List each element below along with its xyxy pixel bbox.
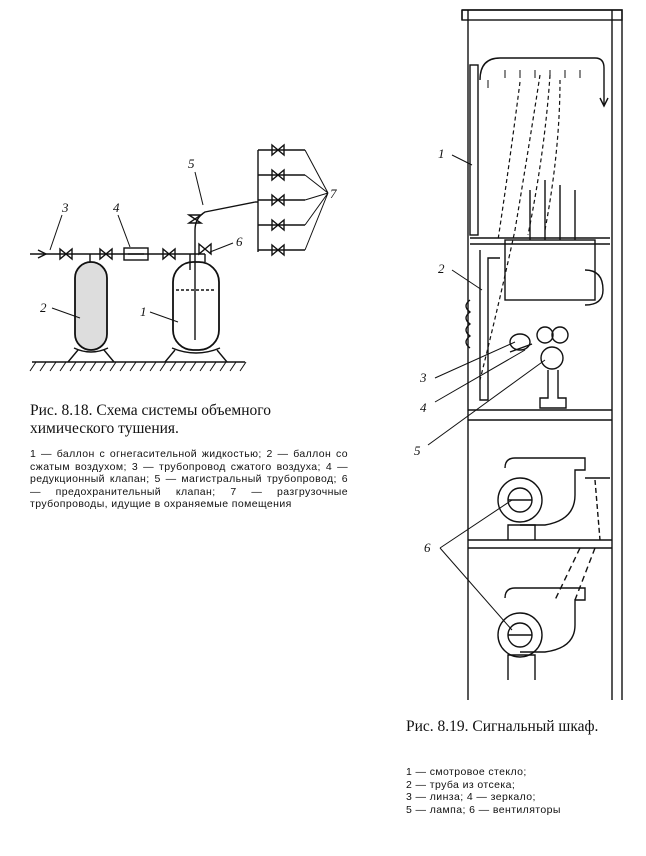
label-6: 6: [236, 234, 243, 249]
label-7: 7: [330, 186, 337, 201]
arrow-in: [37, 249, 48, 259]
mirror: [509, 343, 533, 353]
pipe-from-compartment: [479, 250, 500, 401]
valve-icon: [186, 214, 204, 224]
valve-icon: [99, 247, 113, 261]
label-4: 4: [113, 200, 120, 215]
lamp: [540, 346, 564, 370]
legend-line: 5 — лампа; 6 — вентиляторы: [406, 803, 561, 816]
label-3: 3: [419, 370, 427, 385]
discharge-pipes: [258, 143, 305, 257]
label-6: 6: [424, 540, 431, 555]
lens: [509, 333, 531, 351]
label-1: 1: [140, 304, 147, 319]
legend-line: 1 — смотровое стекло;: [406, 766, 527, 778]
main-pipeline: [194, 201, 256, 262]
fig-8-19-legend: 1 — смотровое стекло; 2 — труба из отсек…: [406, 766, 612, 816]
compressed-air-cylinder: [74, 261, 108, 351]
extinguisher-liquid-cylinder: [172, 261, 220, 351]
label-1: 1: [438, 146, 445, 161]
legend-line: 3 — линза; 4 — зеркало;: [406, 791, 536, 803]
valve-icon: [59, 247, 73, 261]
safety-valve: [198, 242, 212, 256]
label-2: 2: [438, 261, 445, 276]
fig-8-18-legend: 1 — баллон с огнегасительной жидкостью; …: [30, 448, 348, 510]
ground-hatch: [29, 361, 247, 372]
fan-icon: [497, 457, 586, 540]
label-5: 5: [188, 156, 195, 171]
valve-icon: [162, 247, 176, 261]
label-4: 4: [420, 400, 427, 415]
smoke-stream: [479, 74, 561, 381]
legend-line: 2 — труба из отсека;: [406, 778, 516, 791]
fan-icon: [497, 587, 586, 680]
label-2: 2: [40, 300, 47, 315]
fig-8-18-caption: Рис. 8.18. Схема системы объемного химич…: [30, 402, 271, 437]
reducing-valve: [123, 247, 149, 261]
optical-block: [504, 239, 596, 301]
observation-glass: [469, 64, 479, 236]
label-3: 3: [61, 200, 69, 215]
label-5: 5: [414, 443, 421, 458]
fig-8-19-caption: Рис. 8.19. Сигнальный шкаф.: [406, 718, 599, 735]
